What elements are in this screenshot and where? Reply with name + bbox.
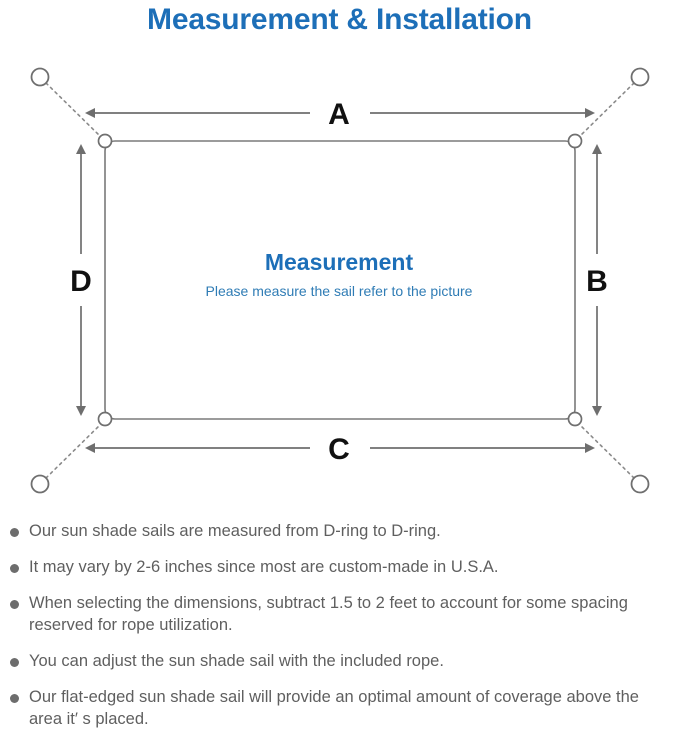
list-item: You can adjust the sun shade sail with t… <box>0 650 679 672</box>
list-item: Our sun shade sails are measured from D-… <box>0 520 679 542</box>
d-ring-bottom-right <box>567 411 583 427</box>
rope-lines <box>45 82 635 479</box>
corner-d-rings <box>97 133 583 427</box>
rope-bottom-left <box>45 424 101 479</box>
note-text: It may vary by 2-6 inches since most are… <box>29 558 499 576</box>
notes-list: Our sun shade sails are measured from D-… <box>0 520 679 744</box>
note-text: Our sun shade sails are measured from D-… <box>29 522 441 540</box>
bullet-icon <box>10 658 19 667</box>
d-ring-top-left <box>97 133 113 149</box>
rope-top-left <box>45 82 101 137</box>
d-ring-top-right <box>567 133 583 149</box>
rope-bottom-right <box>579 424 635 479</box>
bullet-icon <box>10 694 19 703</box>
d-ring-bottom-left <box>97 411 113 427</box>
note-text: Our flat-edged sun shade sail will provi… <box>29 688 639 728</box>
dimension-label-a: A <box>328 98 350 131</box>
anchor-points <box>30 67 650 494</box>
anchor-bottom-right <box>630 474 650 494</box>
dimension-label-c: C <box>328 433 350 466</box>
list-item: Our flat-edged sun shade sail will provi… <box>0 686 679 730</box>
anchor-bottom-left <box>30 474 50 494</box>
diagram-center-title: Measurement <box>265 249 414 275</box>
anchor-top-right <box>630 67 650 87</box>
bullet-icon <box>10 600 19 609</box>
list-item: When selecting the dimensions, subtract … <box>0 592 679 636</box>
sail-outline <box>104 140 576 420</box>
dimension-label-b: B <box>586 265 608 298</box>
dimension-label-d: D <box>70 265 92 298</box>
page-title: Measurement & Installation <box>147 3 532 36</box>
rope-top-right <box>579 82 635 137</box>
list-item: It may vary by 2-6 inches since most are… <box>0 556 679 578</box>
anchor-top-left <box>30 67 50 87</box>
bullet-icon <box>10 528 19 537</box>
diagram-center-subtitle: Please measure the sail refer to the pic… <box>206 283 473 299</box>
note-text: When selecting the dimensions, subtract … <box>29 594 628 634</box>
sail-diagram-container: A C D B Measurement Please measure the s… <box>0 44 679 514</box>
note-text: You can adjust the sun shade sail with t… <box>29 652 444 670</box>
bullet-icon <box>10 564 19 573</box>
